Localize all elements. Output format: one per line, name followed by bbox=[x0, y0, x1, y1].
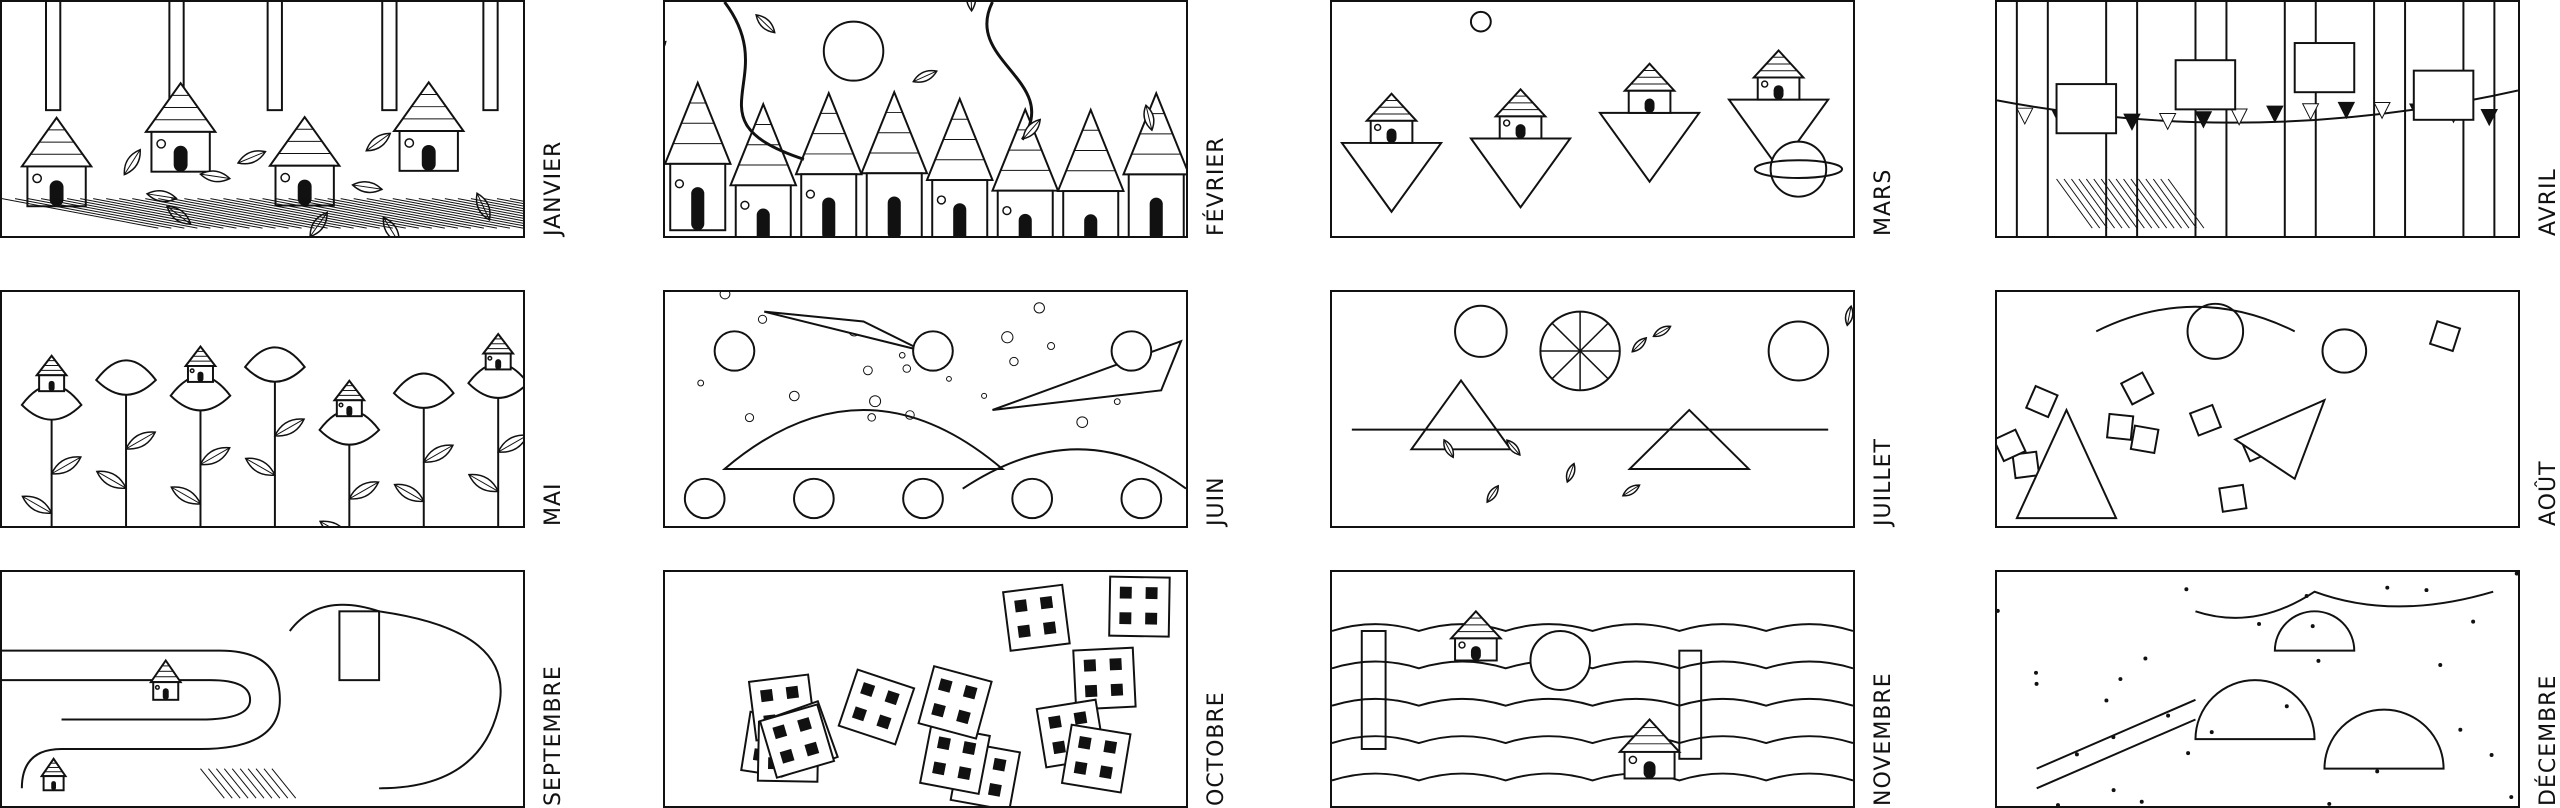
month-label: MARS bbox=[1871, 168, 1896, 236]
month-illustration bbox=[663, 290, 1188, 528]
illustration-drawing bbox=[683, 292, 1186, 520]
illustration-drawing bbox=[1339, 10, 1844, 214]
month-label: JUILLET bbox=[1871, 438, 1896, 526]
month-label: OCTOBRE bbox=[1204, 691, 1229, 806]
illustration-drawing bbox=[1997, 302, 2462, 520]
month-label: AVRIL bbox=[2536, 168, 2560, 236]
illustration-drawing bbox=[2, 603, 502, 799]
month-illustration bbox=[1330, 570, 1855, 808]
month-illustration bbox=[663, 570, 1188, 808]
month-label: AOÛT bbox=[2536, 460, 2560, 526]
month-illustration bbox=[1995, 0, 2520, 238]
illustration-drawing bbox=[740, 575, 1171, 806]
month-label: NOVEMBRE bbox=[1871, 672, 1896, 806]
month-illustration bbox=[1995, 570, 2520, 808]
illustration-drawing bbox=[665, 2, 1186, 236]
illustration-drawing bbox=[1997, 2, 2518, 236]
illustration-drawing bbox=[1332, 609, 1853, 782]
month-label: FÉVRIER bbox=[1204, 136, 1229, 236]
month-illustration bbox=[663, 0, 1188, 238]
month-label: JUIN bbox=[1204, 476, 1229, 526]
illustration-drawing bbox=[20, 332, 523, 526]
month-illustration bbox=[0, 570, 525, 808]
month-illustration bbox=[1330, 290, 1855, 528]
month-label: DÉCEMBRE bbox=[2536, 674, 2560, 806]
month-label: JANVIER bbox=[541, 140, 566, 236]
month-label: MAI bbox=[541, 482, 566, 526]
month-illustration bbox=[1995, 290, 2520, 528]
illustration-drawing bbox=[2, 2, 523, 236]
month-illustration bbox=[0, 290, 525, 528]
month-illustration bbox=[0, 0, 525, 238]
illustration-drawing bbox=[1997, 572, 2518, 806]
month-label: SEPTEMBRE bbox=[541, 665, 566, 806]
month-illustration bbox=[1330, 0, 1855, 238]
illustration-drawing bbox=[1351, 304, 1853, 504]
